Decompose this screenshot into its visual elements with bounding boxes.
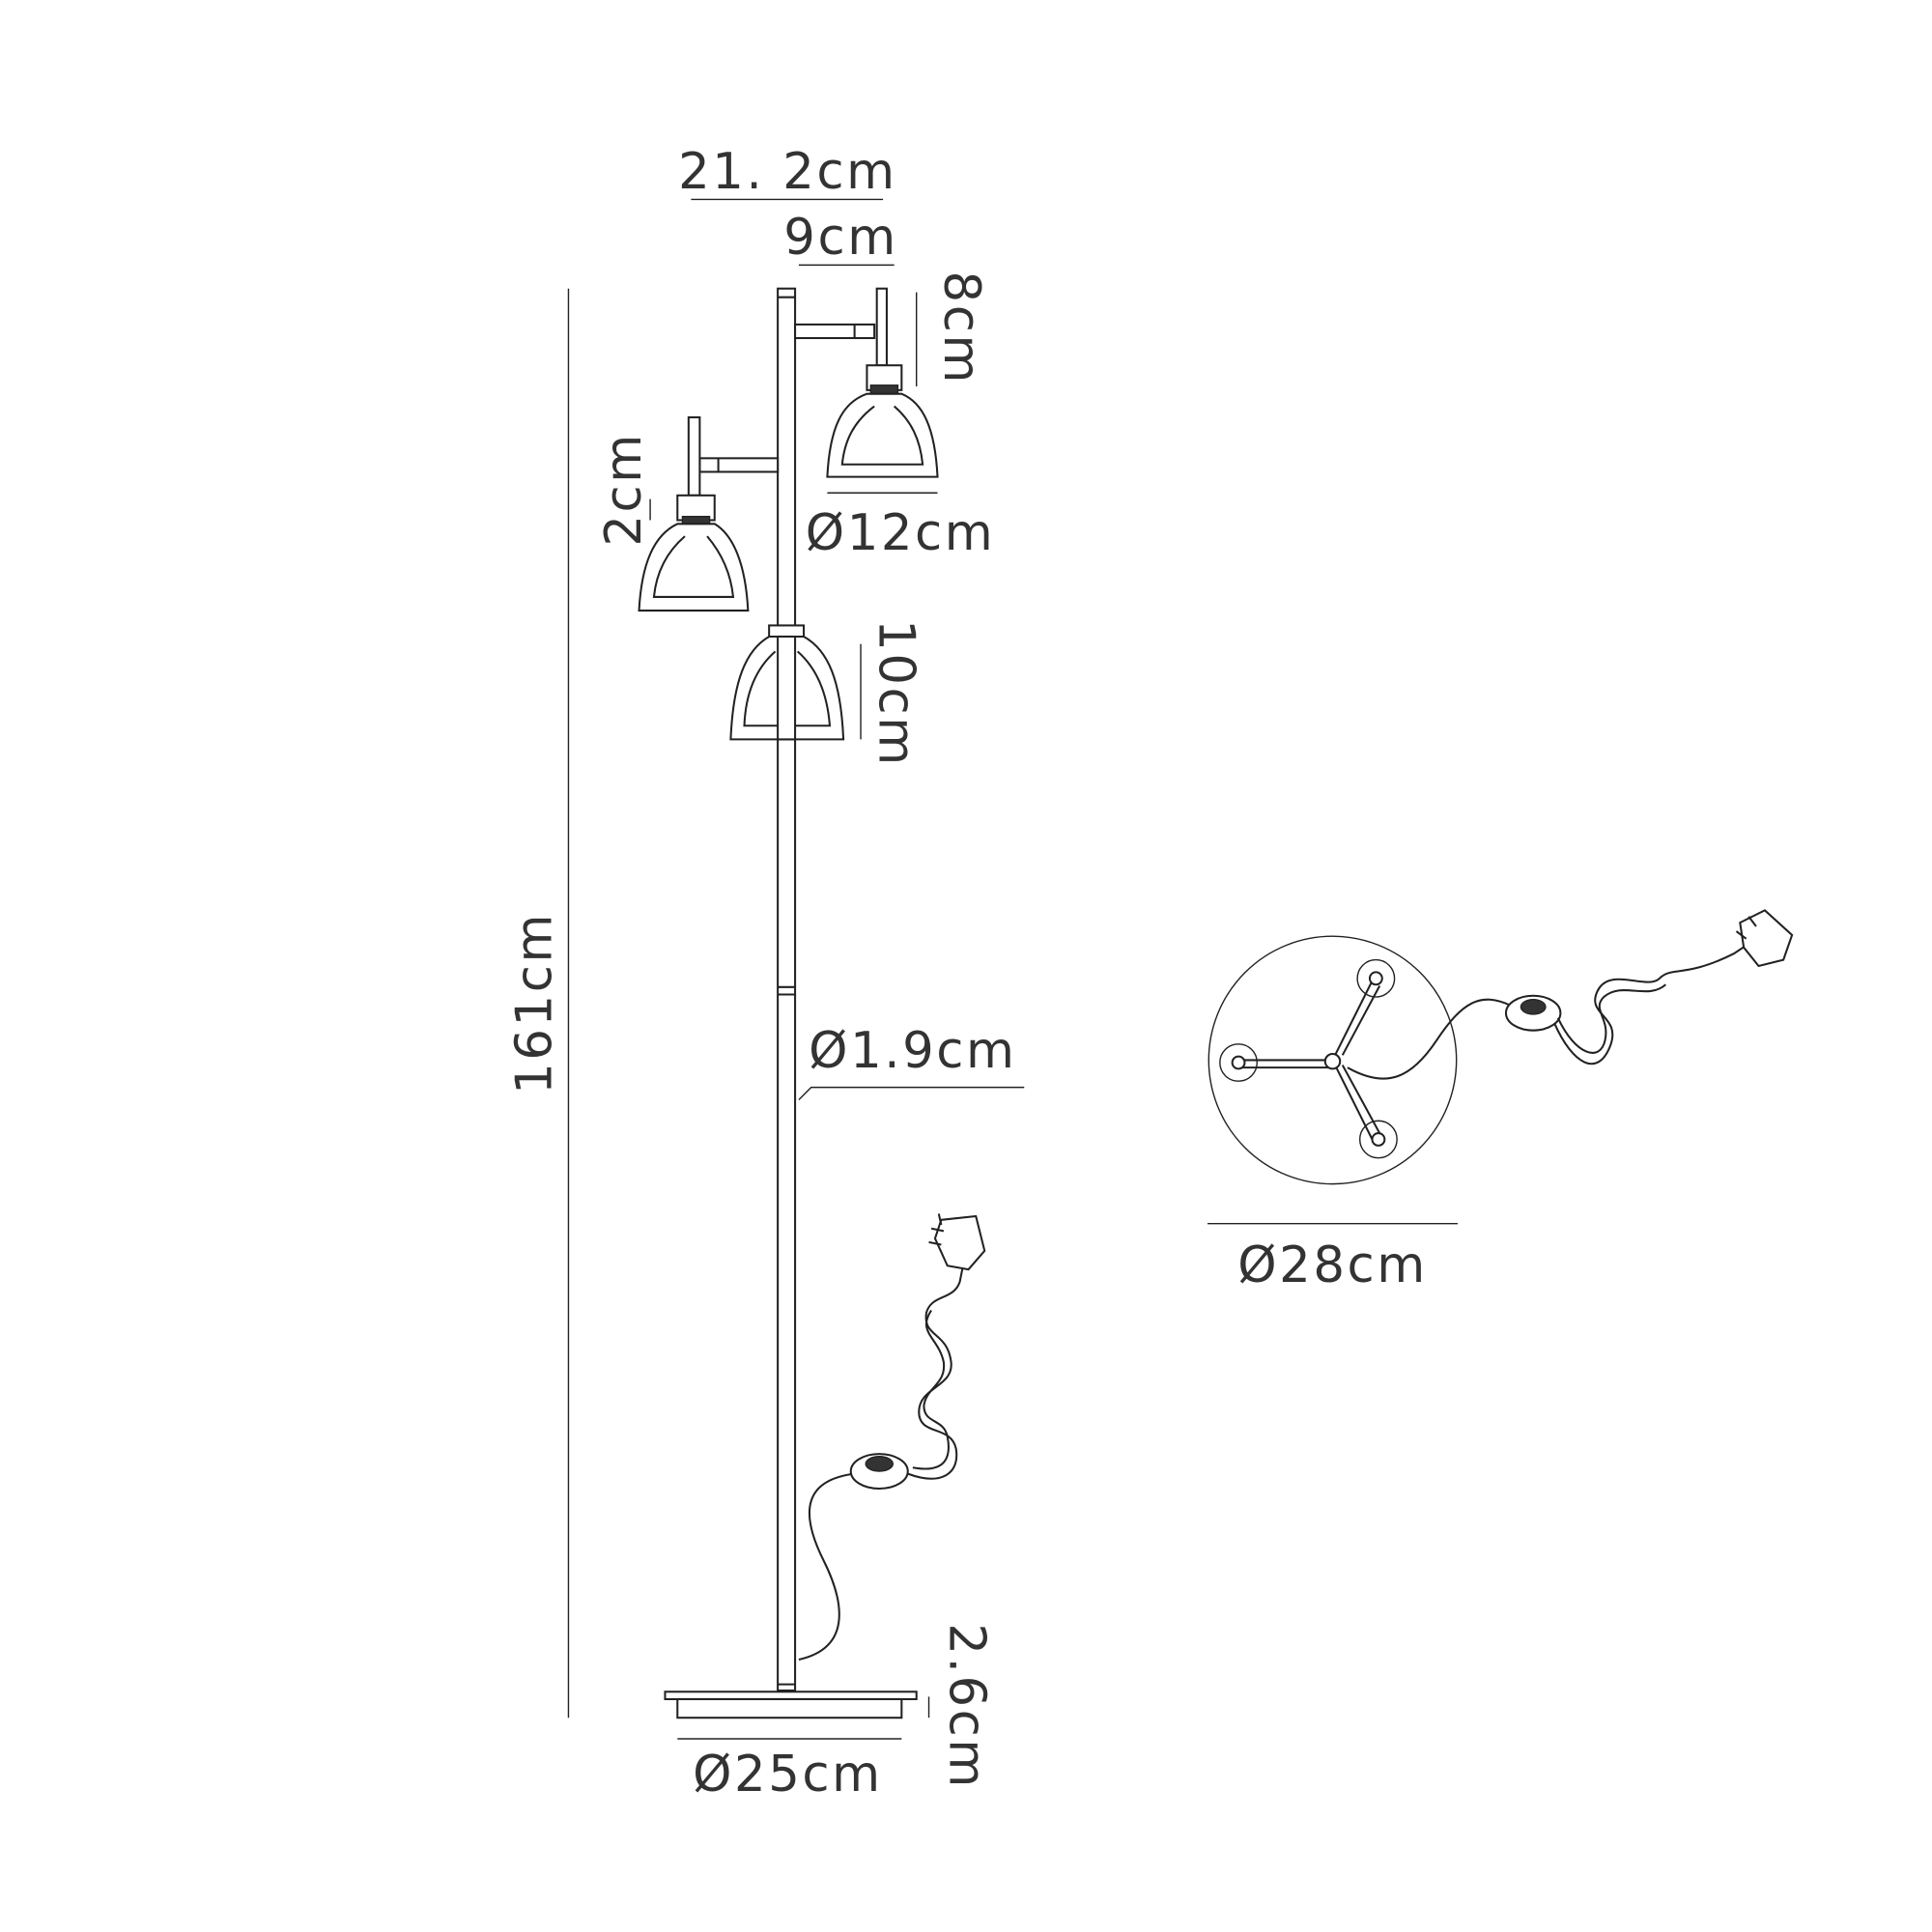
pole-diameter-leader	[798, 1086, 1025, 1100]
pole-diameter-label: Ø1.9cm	[809, 1022, 1016, 1080]
side-cable-with-switch-and-plug	[798, 1213, 986, 1661]
left-spotlight	[638, 416, 780, 612]
middle-spotlight	[729, 624, 845, 741]
upper-spotlight	[794, 287, 939, 478]
shade-diameter-label: Ø12cm	[806, 504, 996, 562]
arm-width-label: 21. 2cm	[678, 143, 897, 201]
base-top-view	[1208, 909, 1794, 1185]
top-view-diameter-label: Ø28cm	[1237, 1236, 1428, 1294]
lamp-base	[664, 1690, 918, 1719]
upper-drop-label: 8cm	[932, 271, 990, 385]
lower-drop-label: 2cm	[595, 432, 653, 546]
shade-height-label: 10cm	[867, 619, 924, 768]
arm-offset-label: 9cm	[783, 209, 897, 267]
lamp-pole	[777, 287, 797, 1692]
base-height-label: 2.6cm	[937, 1623, 995, 1789]
base-diameter-label: Ø25cm	[693, 1746, 883, 1804]
height-label: 161cm	[506, 912, 564, 1094]
